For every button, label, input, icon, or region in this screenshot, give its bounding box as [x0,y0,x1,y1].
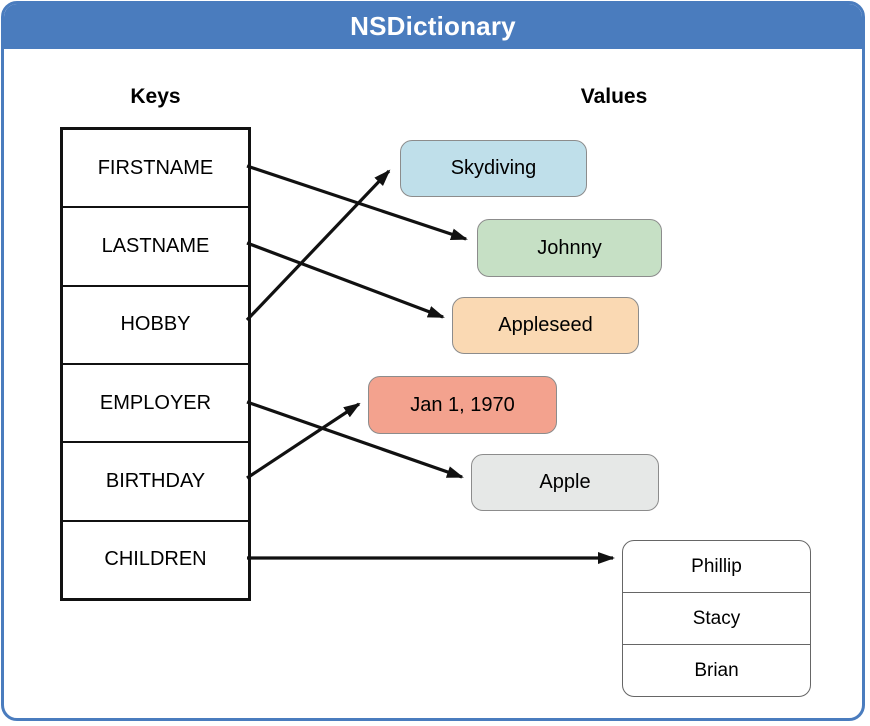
keys-table: FIRSTNAME LASTNAME HOBBY EMPLOYER BIRTHD… [60,127,251,601]
children-table: Phillip Stacy Brian [622,540,811,697]
value-box-birthday-date: Jan 1, 1970 [368,376,557,434]
keys-column-header: Keys [130,85,181,108]
value-label: Apple [539,471,591,493]
key-cell-firstname: FIRSTNAME [97,156,214,179]
values-column-header: Values [580,85,648,108]
value-box-skydiving: Skydiving [400,140,587,197]
child-cell-brian: Brian [623,644,810,696]
key-cell-employer: EMPLOYER [63,362,248,441]
key-cell-lastname: LASTNAME [63,206,248,284]
child-cell-phillip: Phillip [691,555,742,577]
value-label: Jan 1, 1970 [410,393,515,416]
value-box-johnny: Johnny [477,219,662,277]
value-box-apple: Apple [471,454,659,511]
value-label: Appleseed [498,314,593,336]
key-cell-hobby: HOBBY [63,284,248,363]
panel-title: NSDictionary [350,11,516,41]
panel-header: NSDictionary [4,4,862,51]
value-box-appleseed: Appleseed [452,297,639,354]
child-cell-stacy: Stacy [623,592,810,644]
value-label: Skydiving [450,157,537,179]
key-cell-birthday: BIRTHDAY [63,441,248,519]
value-label: Johnny [537,236,602,259]
key-cell-children: CHILDREN [63,519,248,598]
